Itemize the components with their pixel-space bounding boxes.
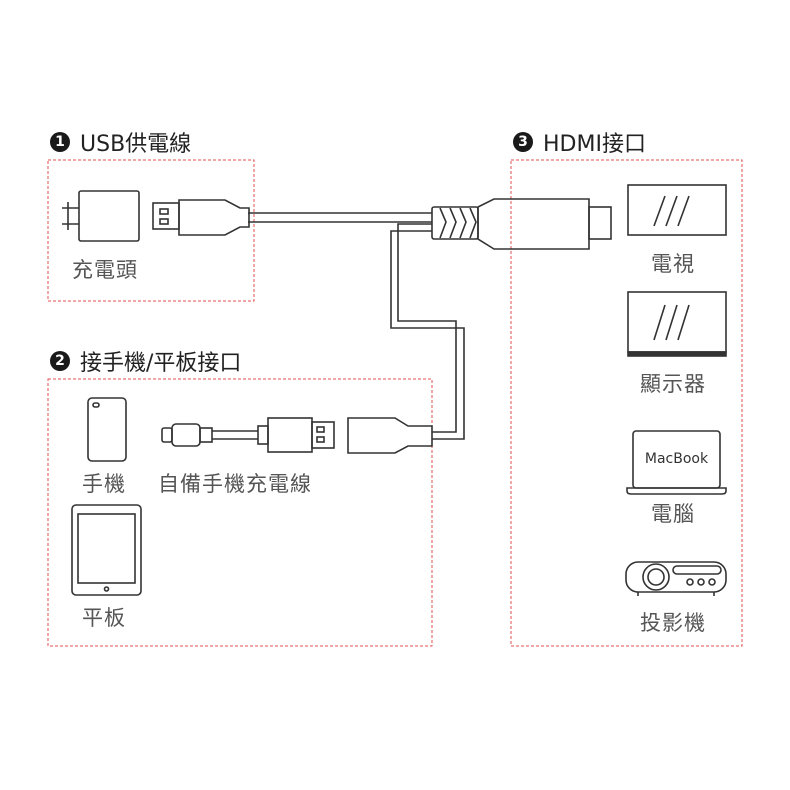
hdmi-plug-icon: [477, 198, 612, 250]
hdmi-box: [510, 159, 743, 647]
section-title: HDMI接口: [543, 132, 646, 157]
projector-label: 投影機: [640, 611, 706, 635]
laptop-icon: [626, 430, 727, 495]
section-header-phone-tablet: 2 接手機/平板接口: [50, 345, 241, 377]
monitor-label: 顯示器: [640, 372, 706, 396]
section-number: 3: [513, 132, 533, 152]
usb-socket-icon: [347, 417, 433, 454]
section-number: 1: [50, 132, 70, 152]
charger-label: 充電頭: [72, 258, 138, 282]
section-title: USB供電線: [80, 132, 192, 157]
main-cable: [248, 212, 465, 440]
tablet-label: 平板: [82, 606, 126, 630]
phone-cable-icon: [161, 417, 335, 453]
section-title: 接手機/平板接口: [80, 351, 242, 376]
tv-label: 電視: [651, 252, 695, 276]
section-number: 2: [50, 351, 70, 371]
macbook-screen-text: MacBook: [645, 451, 709, 467]
projector-icon: [625, 561, 727, 596]
tablet-icon: [71, 504, 142, 596]
monitor-icon: [627, 291, 727, 357]
phone-tablet-box: [47, 378, 433, 647]
usb-power-box: [47, 159, 255, 302]
usb-plug-icon: [152, 199, 250, 236]
computer-label: 電腦: [651, 502, 695, 526]
section-header-usb-power: 1 USB供電線: [50, 126, 191, 158]
phone-cable-label: 自備手機充電線: [158, 472, 312, 496]
section-header-hdmi: 3 HDMI接口: [513, 126, 646, 158]
phone-label: 手機: [82, 472, 126, 496]
junction-sleeve-icon: [431, 206, 479, 240]
phone-icon: [87, 397, 127, 462]
tv-icon: [627, 184, 727, 236]
charger-icon: [62, 190, 140, 242]
